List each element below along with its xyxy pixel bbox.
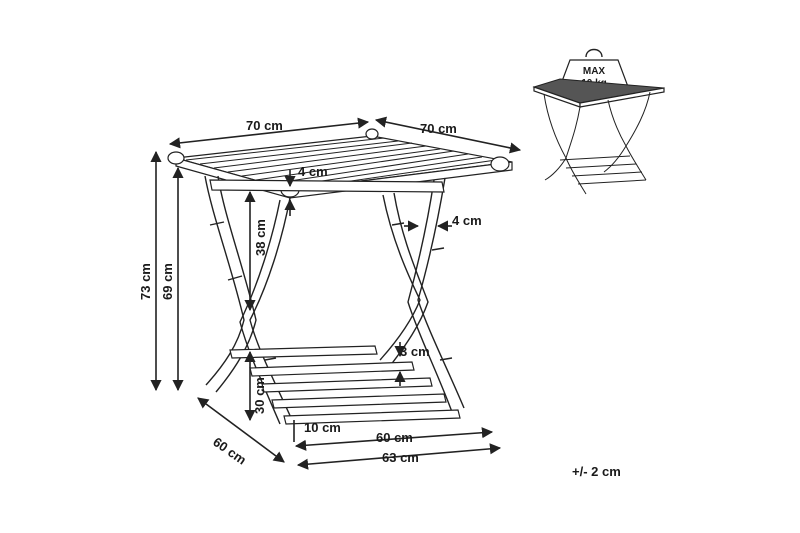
label-base-outer-width: 63 cm <box>382 450 419 465</box>
label-leg-diameter: 4 cm <box>452 213 482 228</box>
label-top-depth: 70 cm <box>420 121 457 136</box>
tolerance-note: +/- 2 cm <box>572 464 621 479</box>
table-drawing <box>167 128 513 425</box>
label-top-width: 70 cm <box>246 118 283 133</box>
top-rail <box>209 179 445 193</box>
label-base-inner-width: 60 cm <box>376 430 413 445</box>
load-max-label: MAX <box>583 66 606 77</box>
label-foot-gap: 10 cm <box>304 420 341 435</box>
label-top-thickness: 4 cm <box>298 164 328 179</box>
dimension-arrow-icon <box>296 443 502 470</box>
label-slat-thickness: 3 cm <box>400 344 430 359</box>
back-legs <box>379 177 465 413</box>
label-lower-height: 30 cm <box>252 377 267 414</box>
mini-table <box>532 78 665 195</box>
label-total-height: 73 cm <box>138 263 153 300</box>
dimension-arrow-icon <box>374 116 522 154</box>
dimension-labels: 70 cm 70 cm 73 cm 69 cm 38 cm 30 cm 4 cm… <box>138 118 482 468</box>
dimension-arrow-icon <box>197 397 285 463</box>
label-frame-height: 69 cm <box>160 263 175 300</box>
load-illustration: MAX 10 kg <box>532 48 665 195</box>
dimension-arrow-icon <box>168 117 370 149</box>
label-base-depth: 60 cm <box>210 434 249 467</box>
lower-shelf <box>229 345 461 425</box>
dimension-lines <box>150 116 522 470</box>
label-upper-leg-height: 38 cm <box>253 219 268 256</box>
